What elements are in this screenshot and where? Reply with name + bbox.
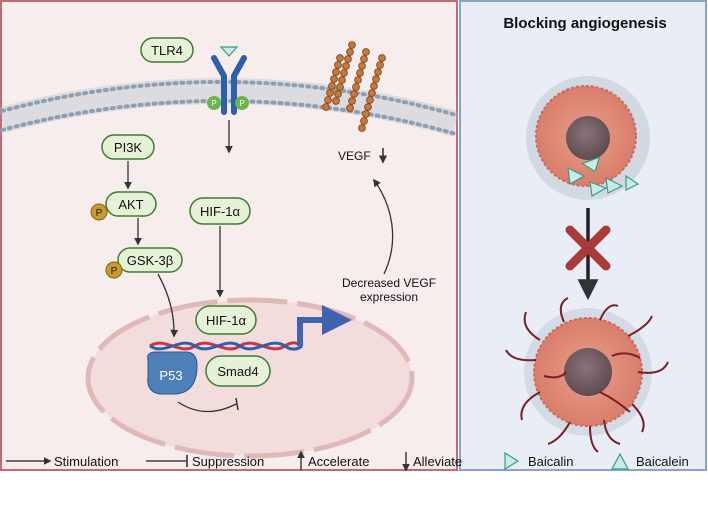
vegf-note-line1: Decreased VEGF (342, 276, 436, 290)
tlr4-text: TLR4 (151, 43, 183, 58)
stimulation-arrow (157, 273, 179, 338)
svg-text:P: P (239, 99, 244, 108)
svg-text:HIF-1α: HIF-1α (200, 204, 241, 219)
legend-baicalin: Baicalin (528, 454, 574, 469)
svg-text:P53: P53 (159, 368, 182, 383)
hif1a-cytoplasm: HIF-1α (189, 197, 251, 225)
smad4: Smad4 (205, 355, 271, 387)
tlr4-receptor-icon: P P (207, 55, 249, 115)
dna-helix-icon (149, 341, 303, 351)
hif1a-nucleus: HIF-1α (195, 305, 257, 335)
svg-text:HIF-1α: HIF-1α (206, 313, 247, 328)
svg-text:P: P (211, 99, 216, 108)
suppression-arrow (177, 401, 237, 413)
gsk3b: GSK-3β P (105, 247, 183, 279)
vegf-chains-icon (322, 41, 386, 132)
tumor-treated-icon (526, 76, 650, 200)
legend-stimulation: Stimulation (54, 454, 118, 469)
tumor-vascularized-icon (505, 297, 669, 453)
p53: P53 (147, 351, 198, 395)
svg-text:P: P (111, 266, 118, 277)
legend-accelerate: Accelerate (308, 454, 369, 469)
akt: AKT P (90, 191, 157, 221)
baicalein-legend-icon (611, 452, 629, 470)
block-x-icon (565, 225, 611, 271)
legend-suppression: Suppression (192, 454, 264, 469)
baicalin-legend-icon (504, 451, 520, 471)
svg-text:PI3K: PI3K (114, 140, 143, 155)
vegf-note-line2: expression (360, 290, 418, 304)
svg-text:GSK-3β: GSK-3β (127, 253, 174, 268)
legend-baicalein: Baicalein (636, 454, 689, 469)
cell-membrane (0, 78, 460, 137)
pi3k: PI3K (101, 134, 155, 160)
accelerate-arrow (373, 178, 394, 275)
svg-text:AKT: AKT (118, 197, 143, 212)
legend-alleviate: Alleviate (413, 454, 462, 469)
baicalein-marker-icon (219, 46, 239, 57)
svg-text:P: P (96, 208, 103, 219)
vegf-label: VEGF (338, 149, 371, 163)
svg-text:Smad4: Smad4 (217, 364, 258, 379)
transcription-arrow-icon (297, 305, 352, 346)
legend: Stimulation Suppression Accelerate Allev… (6, 450, 689, 472)
tlr4-label: TLR4 (140, 37, 194, 63)
panel-title: Blocking angiogenesis (503, 15, 666, 32)
